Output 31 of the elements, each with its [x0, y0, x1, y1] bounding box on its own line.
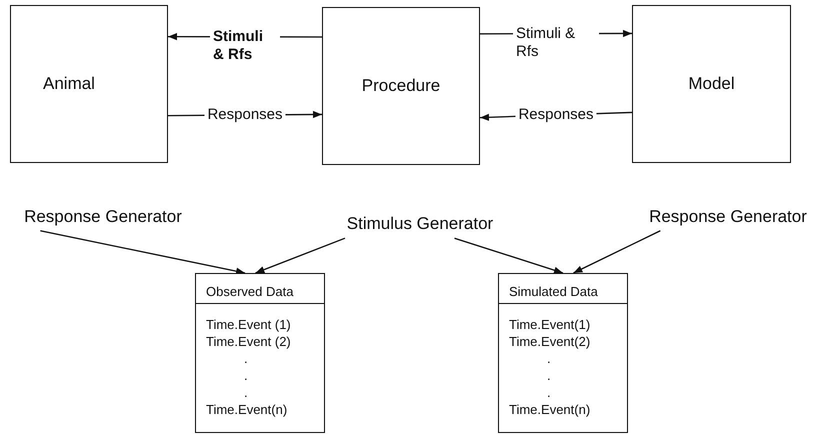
event-entry: Time.Event (2): [206, 334, 291, 349]
generator-label: Response Generator: [634, 207, 822, 227]
ellipsis-dot: .: [244, 385, 248, 400]
box-label: Model: [688, 74, 735, 94]
table-heading: Observed Data: [206, 284, 294, 299]
process-box: [632, 5, 791, 163]
data-table-box: [195, 273, 325, 433]
data-table-box: [498, 273, 628, 433]
event-entry: Time.Event(2): [509, 334, 590, 349]
ellipsis-dot: .: [547, 351, 551, 366]
event-entry: Time.Event(n): [206, 402, 288, 417]
process-box: [322, 7, 480, 165]
generator-label: Stimulus Generator: [345, 214, 495, 234]
event-entry: Time.Event (1): [206, 317, 291, 332]
ellipsis-dot: .: [244, 368, 248, 383]
ellipsis-dot: .: [547, 368, 551, 383]
event-entry: Time.Event(1): [509, 317, 590, 332]
arrow: [40, 230, 246, 275]
box-label: Animal: [43, 74, 95, 94]
edge-label: Responses: [515, 106, 597, 124]
arrow: [255, 238, 346, 274]
ellipsis-dot: .: [244, 351, 248, 366]
event-entry: Time.Event(n): [509, 402, 590, 417]
arrow: [573, 230, 661, 274]
process-box: [10, 5, 168, 163]
ellipsis-dot: .: [547, 385, 551, 400]
table-heading: Simulated Data: [509, 284, 598, 299]
edge-label: Responses: [204, 106, 286, 124]
box-label: Procedure: [362, 76, 440, 96]
arrow: [454, 238, 564, 274]
generator-label: Response Generator: [8, 207, 198, 227]
